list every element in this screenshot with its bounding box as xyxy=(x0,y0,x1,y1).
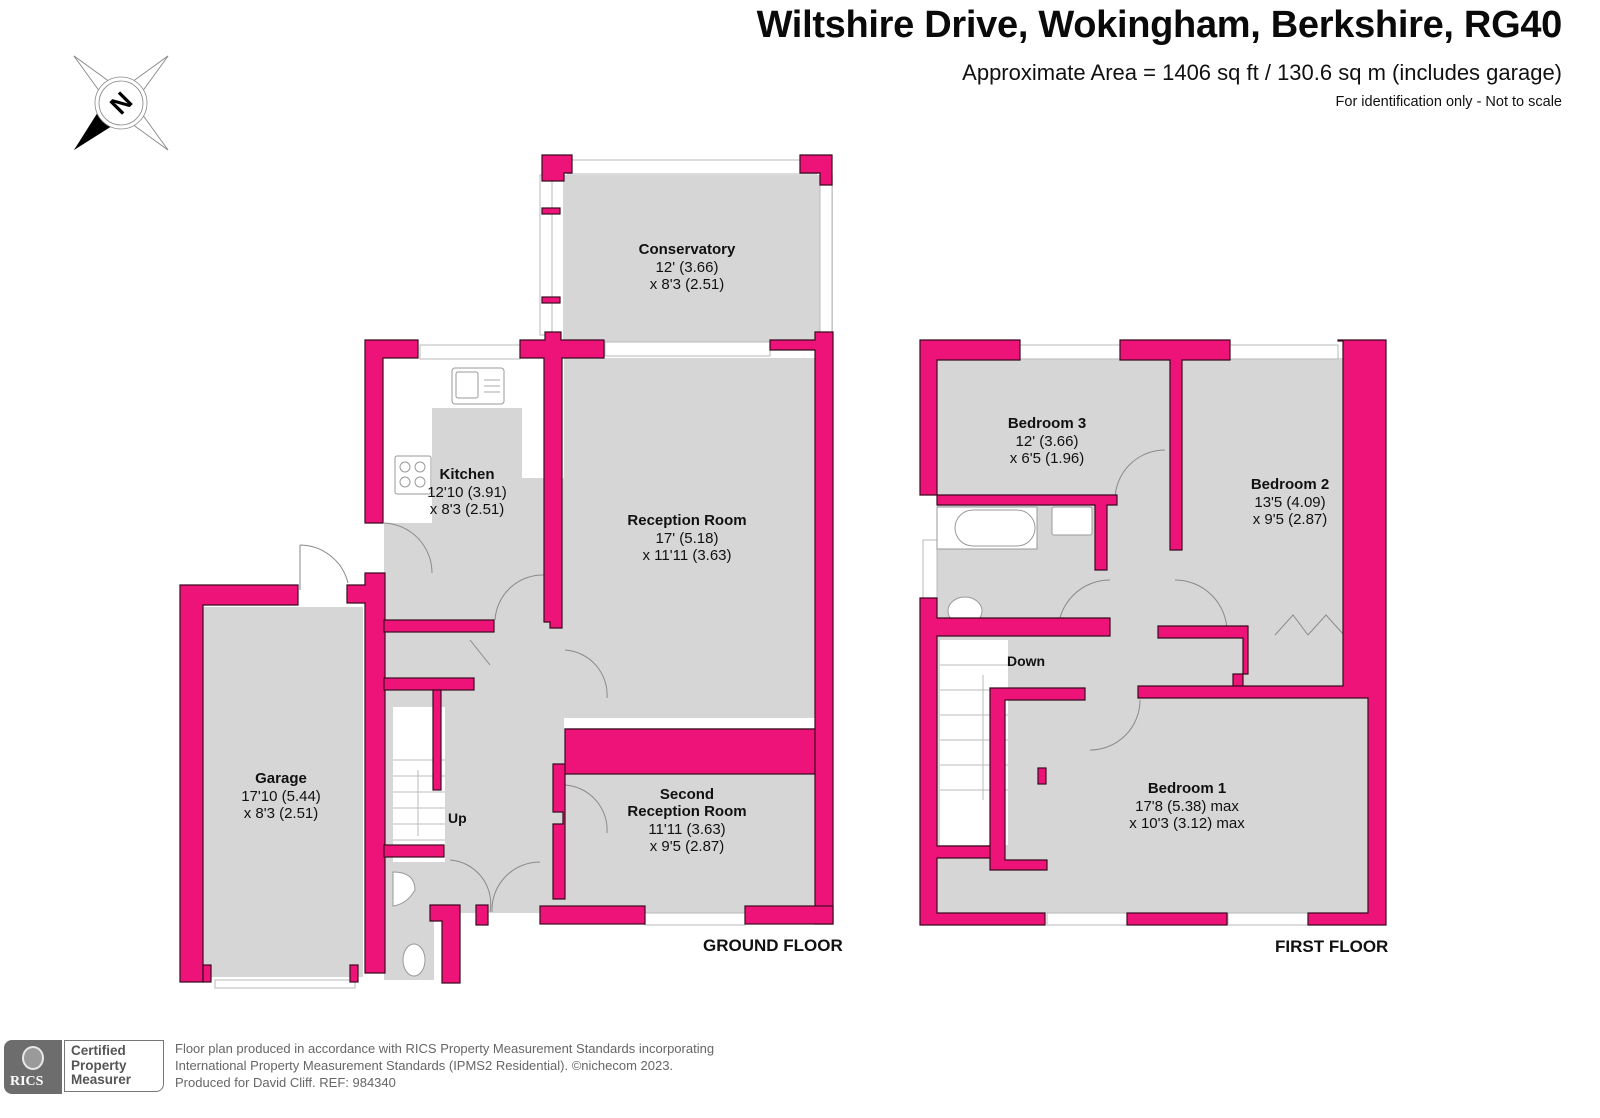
svg-text:12' (3.66): 12' (3.66) xyxy=(1016,433,1079,450)
certified-property-measurer-text: Certified Property Measurer xyxy=(64,1040,164,1092)
svg-text:x 8'3 (2.51): x 8'3 (2.51) xyxy=(430,501,505,518)
svg-text:17'8 (5.38) max: 17'8 (5.38) max xyxy=(1135,798,1239,815)
disclaimer: For identification only - Not to scale xyxy=(1335,94,1562,110)
svg-text:13'5 (4.09): 13'5 (4.09) xyxy=(1254,494,1325,511)
room-garage-name: Garage xyxy=(255,770,307,787)
svg-text:12'10 (3.91): 12'10 (3.91) xyxy=(427,484,507,501)
svg-text:x 9'5 (2.87): x 9'5 (2.87) xyxy=(650,838,725,855)
first-floor-plan: Bedroom 3 12' (3.66) x 6'5 (1.96) Bedroo… xyxy=(919,339,1388,956)
room-kitchen-name: Kitchen xyxy=(439,466,494,483)
svg-text:Reception Room: Reception Room xyxy=(627,803,746,820)
svg-text:x 6'5 (1.96): x 6'5 (1.96) xyxy=(1010,450,1085,467)
svg-text:x 9'5 (2.87): x 9'5 (2.87) xyxy=(1253,511,1328,528)
svg-text:12' (3.66): 12' (3.66) xyxy=(656,259,719,276)
svg-text:17'10 (5.44): 17'10 (5.44) xyxy=(241,788,321,805)
room-bedroom3-name: Bedroom 3 xyxy=(1008,415,1086,432)
rics-logo: RICS xyxy=(4,1040,62,1094)
svg-text:11'11 (3.63): 11'11 (3.63) xyxy=(648,821,725,838)
footer-credits: Floor plan produced in accordance with R… xyxy=(175,1041,715,1090)
svg-text:17' (5.18): 17' (5.18) xyxy=(656,530,719,547)
room-reception-name: Reception Room xyxy=(627,512,746,529)
first-floor-label: FIRST FLOOR xyxy=(1275,937,1388,956)
room-bedroom2-name: Bedroom 2 xyxy=(1251,476,1329,493)
room-second-reception-name: Second xyxy=(660,786,714,803)
room-bedroom1-name: Bedroom 1 xyxy=(1148,780,1226,797)
stairs-down-label: Down xyxy=(1007,653,1045,669)
stairs-up-label: Up xyxy=(448,810,467,826)
svg-text:x 8'3 (2.51): x 8'3 (2.51) xyxy=(244,805,319,822)
rics-certified-badge: RICS Certified Property Measurer xyxy=(4,1040,166,1094)
rics-lion-icon xyxy=(22,1046,44,1070)
ground-floor-plan: Conservatory 12' (3.66) x 8'3 (2.51) Kit… xyxy=(179,154,843,989)
approximate-area: Approximate Area = 1406 sq ft / 130.6 sq… xyxy=(962,60,1562,85)
svg-text:x 8'3 (2.51): x 8'3 (2.51) xyxy=(650,276,725,293)
property-title: Wiltshire Drive, Wokingham, Berkshire, R… xyxy=(756,4,1563,46)
compass-north-icon: N xyxy=(73,55,169,151)
ground-floor-label: GROUND FLOOR xyxy=(703,936,843,955)
room-conservatory-name: Conservatory xyxy=(639,241,736,258)
svg-text:x 10'3 (3.12) max: x 10'3 (3.12) max xyxy=(1129,815,1245,832)
svg-text:x 11'11 (3.63): x 11'11 (3.63) xyxy=(642,547,731,564)
